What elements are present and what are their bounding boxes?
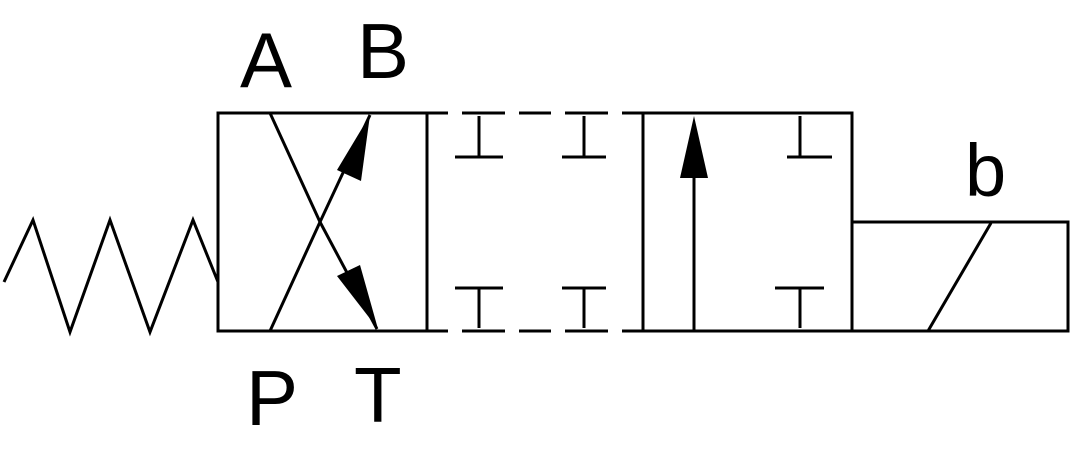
valve-envelope-middle-dashed	[427, 111, 643, 333]
blocked-port-a-middle	[455, 116, 503, 159]
blocked-port-t-right	[775, 286, 824, 328]
spring-symbol	[2, 215, 220, 337]
arrowhead-to-t	[337, 265, 378, 329]
blocked-port-p-middle	[455, 286, 503, 328]
blocked-port-t-middle	[562, 286, 606, 328]
flow-line-a-to-t	[268, 112, 322, 223]
valve-envelope-parallel	[641, 111, 854, 333]
solenoid-label-b: b	[965, 129, 1006, 212]
solenoid-actuator	[850, 220, 1070, 333]
arrowhead-to-a	[680, 116, 708, 178]
port-label-b: B	[357, 7, 409, 95]
port-label-t: T	[354, 351, 402, 439]
port-label-a: A	[240, 16, 292, 104]
blocked-port-b-middle	[562, 116, 606, 159]
valve-envelope-crossed	[216, 111, 429, 333]
solenoid-coil-diagonal	[926, 222, 993, 332]
arrowhead-to-b	[337, 115, 370, 181]
blocked-port-b-right	[787, 116, 832, 159]
flow-line-p-to-b	[268, 221, 322, 332]
port-label-p: P	[246, 354, 298, 442]
